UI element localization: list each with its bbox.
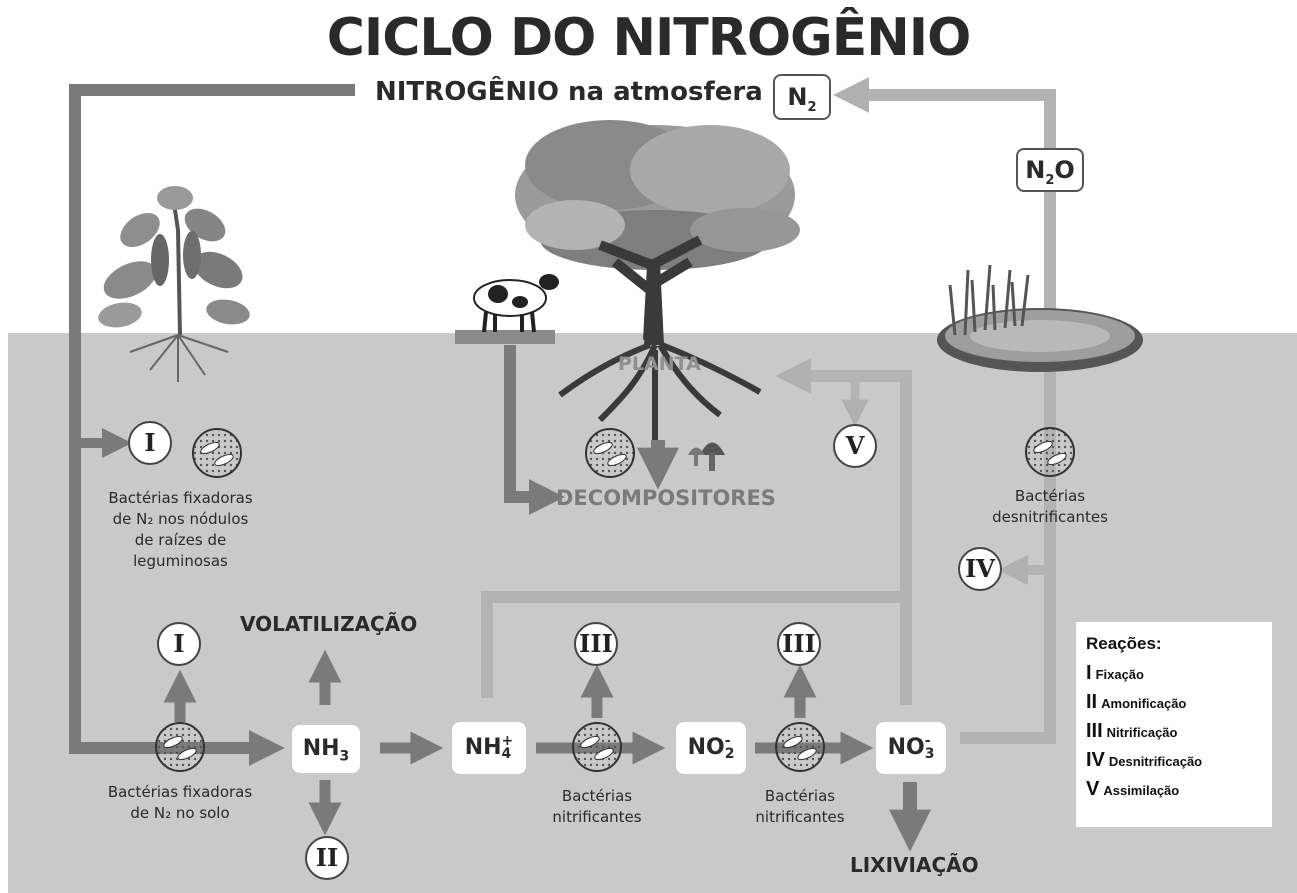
- arrow-no3-to-plant: [775, 358, 912, 705]
- label-line: nitrificantes: [755, 808, 845, 826]
- label-line: desnitrificantes: [992, 508, 1108, 526]
- nh4-subscript: 4: [501, 746, 512, 762]
- n2o-box: N2O: [1016, 148, 1084, 192]
- label-nitrifying-bacteria-1: Bactérias nitrificantes: [530, 786, 664, 828]
- plant-label: PLANTA: [618, 353, 701, 375]
- nh3-base: NH: [302, 736, 340, 761]
- mushroom-illustration: [688, 442, 725, 471]
- no2-node: NO-2: [676, 722, 746, 774]
- legend-num: IV: [1086, 749, 1105, 771]
- arrow-cow-to-decomposers: [504, 345, 565, 515]
- legend-label: Fixação: [1095, 667, 1144, 682]
- legend-label: Assimilação: [1103, 783, 1180, 798]
- label-line: nitrificantes: [552, 808, 642, 826]
- cow-illustration: [455, 274, 559, 344]
- label-line: Bactérias: [561, 787, 633, 805]
- bacteria-icon: [192, 428, 242, 478]
- n2-symbol: N: [787, 83, 808, 111]
- marker-nitrification-2: III: [777, 622, 821, 666]
- bacteria-icon: [155, 722, 205, 772]
- n2o-subscript: 2: [1045, 172, 1055, 188]
- nh4-base: NH: [464, 735, 502, 760]
- legend-heading: Reações:: [1086, 634, 1162, 653]
- legend-num: I: [1086, 662, 1092, 684]
- atmosphere-label: NITROGÊNIO na atmosfera: [375, 77, 763, 107]
- bacteria-icon: [572, 722, 622, 772]
- leaching-label: LIXIVIAÇÃO: [850, 853, 979, 877]
- bacteria-icon: [1025, 427, 1075, 477]
- pond-illustration: [937, 264, 1143, 372]
- label-line: de N₂ no solo: [130, 804, 230, 822]
- label-line: Bactérias: [1014, 487, 1086, 505]
- bacteria-icon: [775, 722, 825, 772]
- nh3-subscript: 3: [339, 748, 350, 765]
- marker-assimilation: V: [833, 424, 877, 468]
- decomposers-label: DECOMPOSITORES: [556, 486, 776, 510]
- tree-illustration: [515, 120, 800, 440]
- arrow-n2o-to-n2: [833, 77, 1056, 148]
- n2-subscript: 2: [807, 99, 817, 115]
- bacteria-icon: [585, 428, 635, 478]
- no2-subscript: 2: [724, 746, 735, 762]
- label-line: Bactérias: [764, 787, 836, 805]
- label-fixing-bacteria-soil: Bactérias fixadoras de N₂ no solo: [85, 782, 275, 824]
- no3-node: NO-3: [876, 722, 946, 774]
- label-line: de raízes de: [134, 531, 227, 549]
- label-nitrifying-bacteria-2: Bactérias nitrificantes: [733, 786, 867, 828]
- arrow-denitrification-path: [960, 192, 1056, 744]
- no2-superscript: -: [724, 733, 731, 749]
- label-line: Bactérias fixadoras: [107, 783, 253, 801]
- legend-num: II: [1086, 691, 1098, 713]
- no3-subscript: 3: [924, 746, 935, 762]
- marker-fixation-nodules: I: [128, 421, 172, 465]
- label-line: de N₂ nos nódulos: [112, 510, 249, 528]
- n2-box: N2: [773, 74, 831, 120]
- no2-base: NO: [687, 735, 725, 760]
- n2o-o: O: [1054, 156, 1075, 184]
- marker-denitrification: IV: [958, 547, 1002, 591]
- legend-label: Desnitrificação: [1108, 754, 1203, 769]
- legend-num: V: [1086, 778, 1100, 800]
- label-line: Bactérias fixadoras: [108, 489, 253, 507]
- diagram-title: CICLO DO NITROGÊNIO: [326, 8, 972, 68]
- volatilization-label: VOLATILIZAÇÃO: [240, 612, 418, 636]
- label-fixing-bacteria-nodules: Bactérias fixadoras de N₂ nos nódulos de…: [88, 488, 273, 572]
- marker-ammonification: II: [305, 836, 349, 880]
- arrow-assimilation-loop: [481, 591, 906, 698]
- no3-base: NO: [887, 735, 925, 760]
- legume-plant-illustration: [98, 186, 250, 382]
- n2o-n: N: [1025, 156, 1046, 184]
- legend-num: III: [1086, 720, 1103, 742]
- legend-label: Amonificação: [1101, 696, 1187, 711]
- no3-superscript: -: [924, 733, 931, 749]
- marker-fixation-soil: I: [157, 622, 201, 666]
- label-line: leguminosas: [133, 552, 228, 570]
- nh4-superscript: +: [501, 733, 514, 749]
- legend-label: Nitrificação: [1106, 725, 1178, 740]
- nh4-node: NH+4: [452, 722, 526, 774]
- nh3-node: NH3: [292, 725, 360, 773]
- label-denitrifying-bacteria: Bactérias desnitrificantes: [972, 486, 1128, 528]
- marker-nitrification-1: III: [574, 622, 618, 666]
